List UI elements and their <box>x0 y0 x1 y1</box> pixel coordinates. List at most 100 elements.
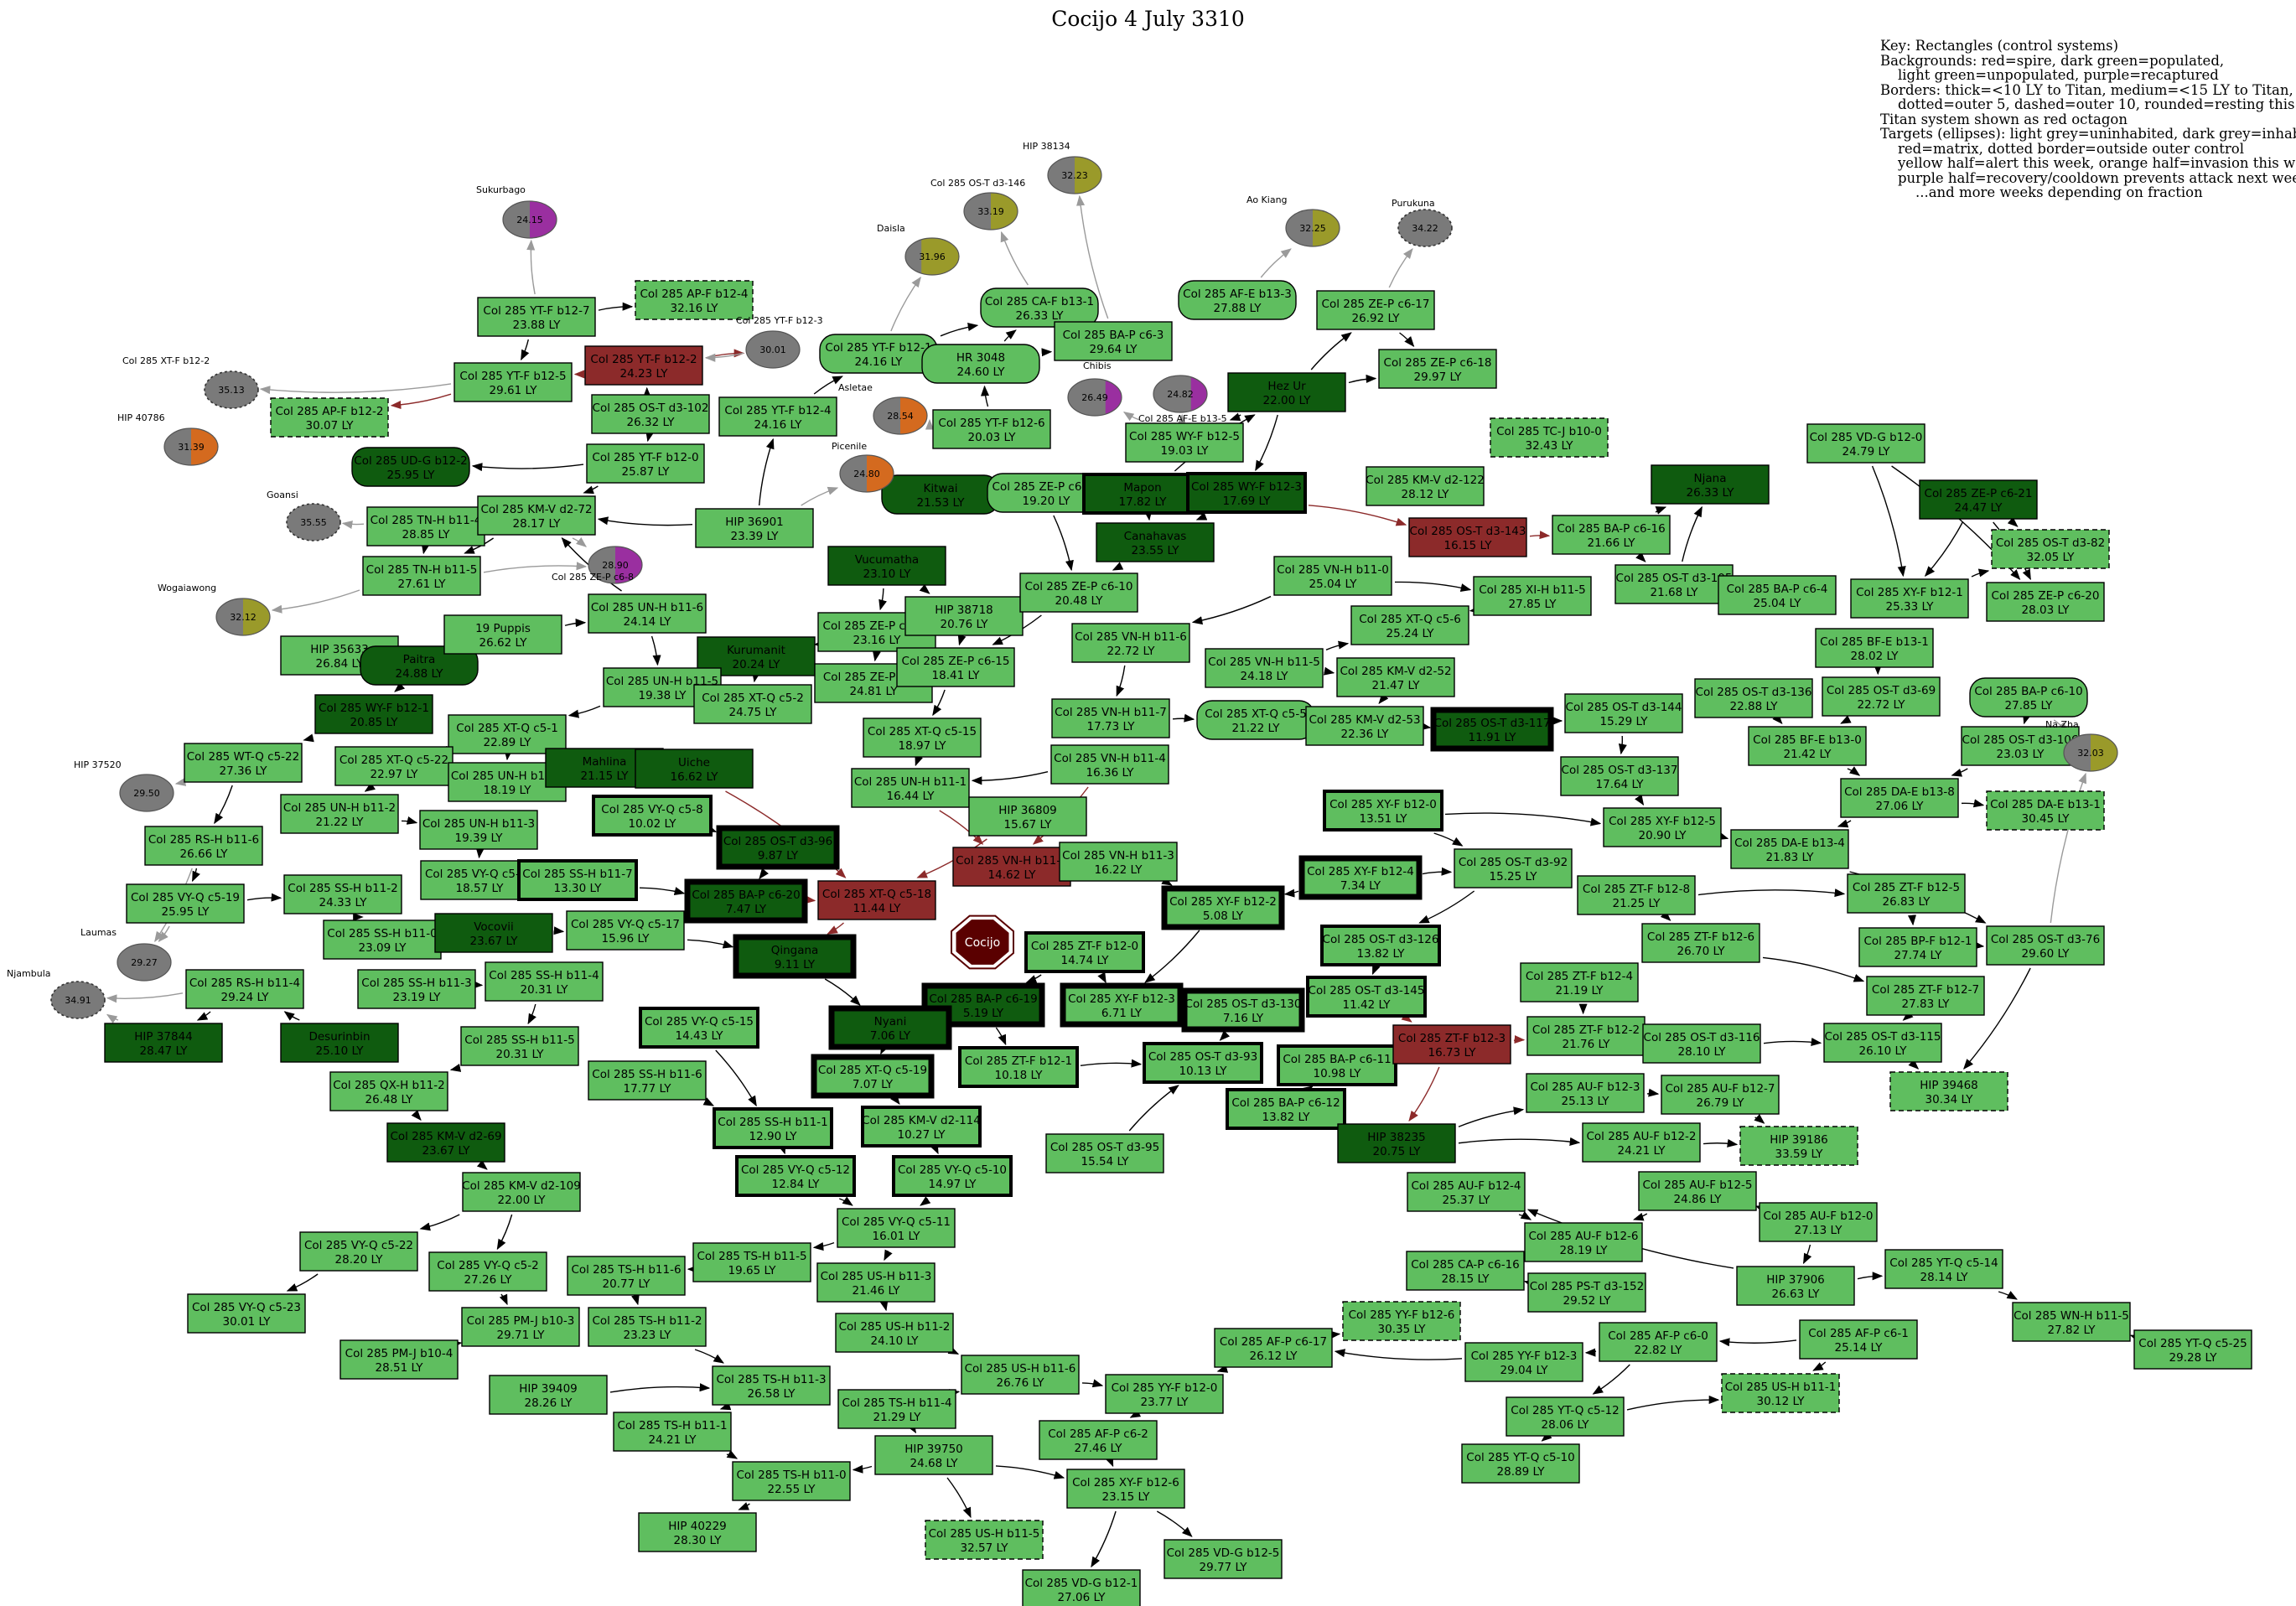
system-node[interactable]: Col 285 BA-P c6-425.04 LY <box>1718 575 1837 615</box>
system-node[interactable]: Col 285 US-H b11-626.76 LY <box>961 1355 1080 1395</box>
system-node[interactable]: Col 285 VN-H b11-114.62 LY <box>952 847 1071 887</box>
system-node[interactable]: Col 285 AU-F b12-224.21 LY <box>1582 1122 1701 1163</box>
system-node[interactable]: Col 285 YY-F b12-023.77 LY <box>1105 1374 1224 1414</box>
system-node[interactable]: Col 285 ZT-F b12-014.74 LY <box>1024 931 1145 973</box>
system-node[interactable]: Col 285 AP-F b12-432.16 LY <box>635 280 754 320</box>
system-node[interactable]: Col 285 CA-F b13-126.33 LY <box>980 288 1099 328</box>
system-node[interactable]: Col 285 US-H b11-224.10 LY <box>835 1313 954 1353</box>
system-node[interactable]: Col 285 TS-H b11-620.77 LY <box>567 1256 686 1296</box>
system-node[interactable]: Col 285 TC-J b10-032.43 LY <box>1490 417 1609 458</box>
system-node[interactable]: Col 285 VN-H b11-416.36 LY <box>1050 744 1169 785</box>
system-node[interactable]: Col 285 BA-P c6-329.64 LY <box>1054 321 1173 361</box>
system-node[interactable]: Col 285 PM-J b10-329.71 LY <box>461 1307 580 1347</box>
system-node[interactable]: Col 285 YT-F b12-620.03 LY <box>932 409 1051 449</box>
system-node[interactable]: Col 285 BF-E b13-021.42 LY <box>1748 726 1867 766</box>
system-node[interactable]: Col 285 VN-H b11-316.22 LY <box>1059 842 1178 882</box>
system-node[interactable]: Col 285 RS-H b11-626.66 LY <box>144 826 263 866</box>
system-node[interactable]: Col 285 TS-H b11-223.23 LY <box>588 1307 707 1347</box>
system-node[interactable]: Col 285 AF-P c6-227.46 LY <box>1039 1420 1158 1460</box>
system-node[interactable]: Col 285 WY-F b12-519.03 LY <box>1125 422 1244 463</box>
system-node[interactable]: Col 285 XY-F b12-47.34 LY <box>1298 855 1423 900</box>
system-node[interactable]: Col 285 SS-H b11-420.31 LY <box>485 961 604 1002</box>
system-node[interactable]: Col 285 WY-F b12-317.69 LY <box>1186 472 1307 514</box>
system-node[interactable]: Col 285 YY-F b12-329.04 LY <box>1464 1342 1583 1382</box>
system-node[interactable]: Col 285 YY-F b12-630.35 LY <box>1342 1301 1461 1341</box>
system-node[interactable]: Col 285 US-H b11-321.46 LY <box>816 1262 936 1303</box>
system-node[interactable]: Col 285 ZT-F b12-626.70 LY <box>1641 923 1760 963</box>
system-node[interactable]: Col 285 XY-F b12-623.15 LY <box>1066 1469 1185 1509</box>
system-node[interactable]: Col 285 XT-Q c5-521.22 LY <box>1196 700 1315 740</box>
system-node[interactable]: Col 285 AU-F b12-325.13 LY <box>1526 1073 1645 1113</box>
system-node[interactable]: Col 285 QX-H b11-226.48 LY <box>329 1071 448 1111</box>
system-node[interactable]: Col 285 YT-F b12-529.61 LY <box>453 362 573 402</box>
system-node[interactable]: Col 285 ZT-F b12-316.73 LY <box>1392 1024 1511 1065</box>
system-node[interactable]: Col 285 PM-J b10-428.51 LY <box>339 1339 459 1380</box>
system-node[interactable]: Col 285 YT-F b12-224.23 LY <box>584 345 703 386</box>
system-node[interactable]: Col 285 AU-F b12-726.79 LY <box>1661 1075 1780 1115</box>
system-node[interactable]: Col 285 UD-G b12-225.95 LY <box>351 447 470 487</box>
system-node[interactable]: Col 285 WY-F b12-120.85 LY <box>314 694 433 734</box>
system-node[interactable]: Col 285 SS-H b11-520.31 LY <box>460 1026 579 1066</box>
system-node[interactable]: Col 285 US-H b11-532.57 LY <box>925 1520 1044 1560</box>
system-node[interactable]: Col 285 XT-Q c5-197.07 LY <box>811 1054 935 1099</box>
system-node[interactable]: Col 285 AU-F b12-524.86 LY <box>1638 1171 1757 1211</box>
system-node[interactable]: Col 285 VY-Q c5-810.02 LY <box>592 795 713 837</box>
system-node[interactable]: Col 285 DA-E b13-130.45 LY <box>1986 790 2105 831</box>
system-node[interactable]: Col 285 ZT-F b12-727.83 LY <box>1866 976 1985 1016</box>
system-node[interactable]: Col 285 TS-H b11-421.29 LY <box>837 1389 956 1429</box>
system-node[interactable]: Col 285 XY-F b12-013.51 LY <box>1323 790 1443 831</box>
system-node[interactable]: Col 285 UN-H b11-221.22 LY <box>280 794 399 834</box>
